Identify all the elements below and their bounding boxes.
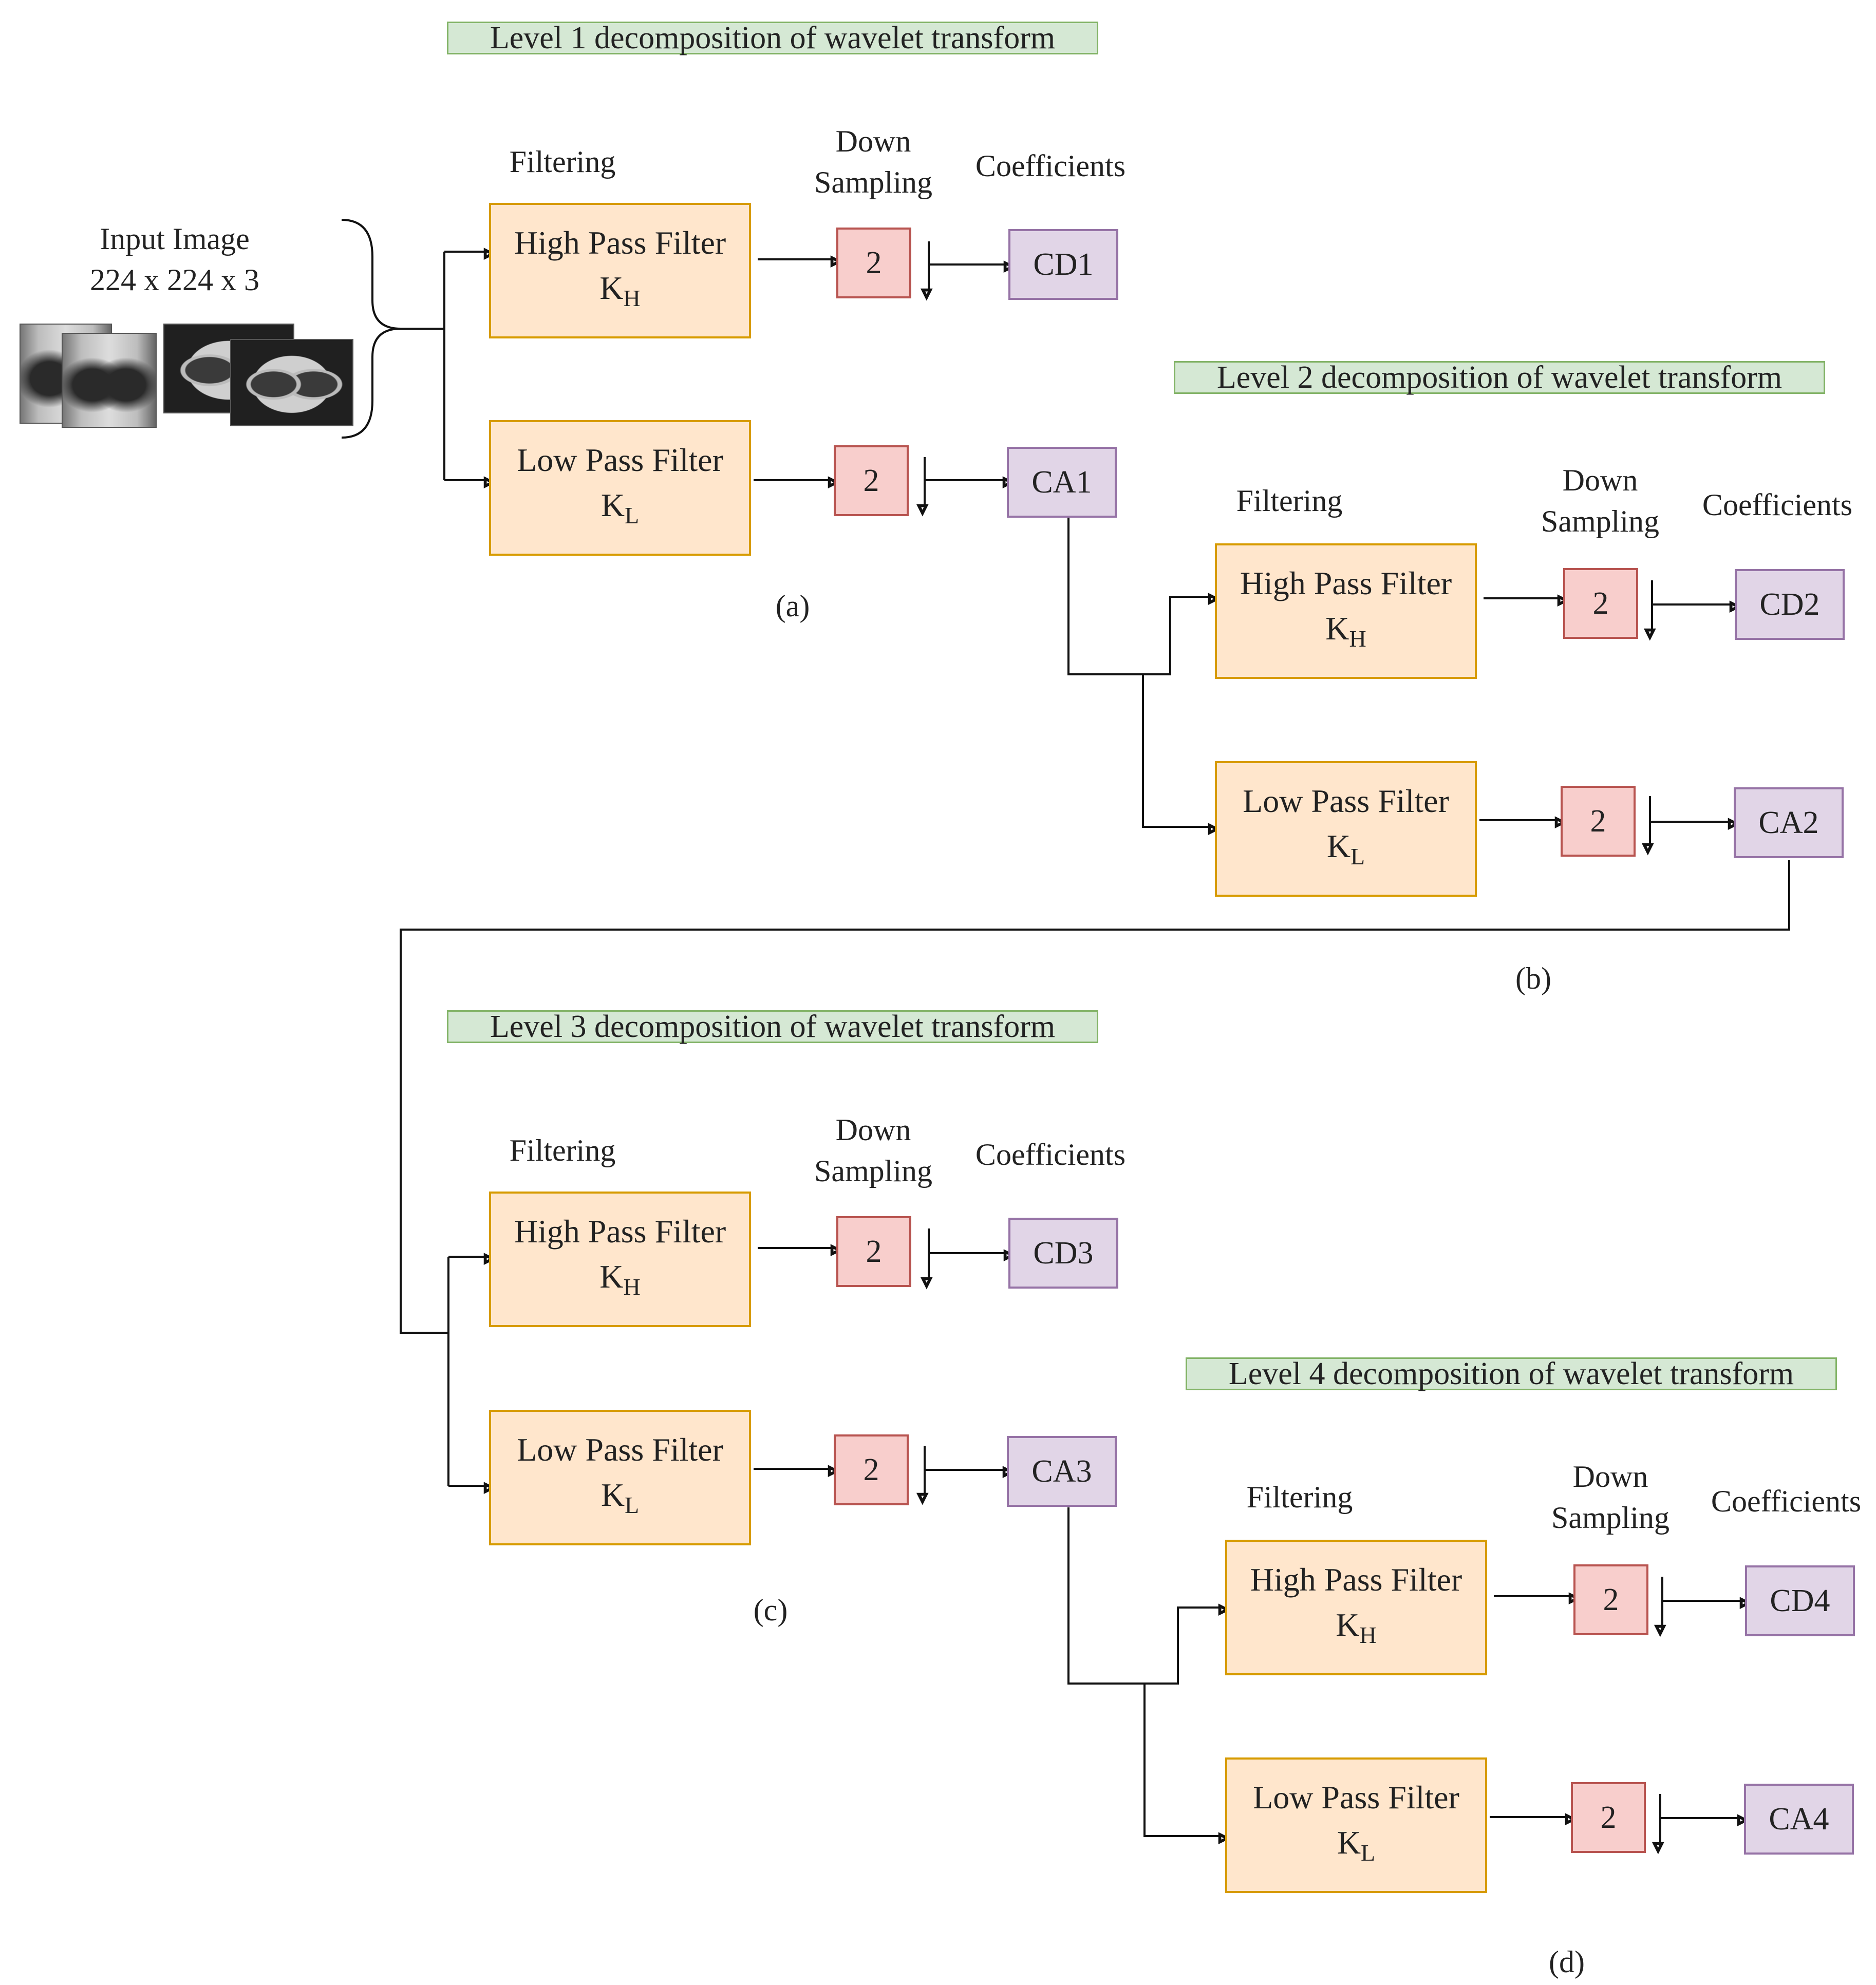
level4-low-pass-filter: Low Pass Filter KL	[1225, 1757, 1487, 1893]
chest-ct-scan-icon	[230, 339, 353, 426]
level3-title: Level 3 decomposition of wavelet transfo…	[447, 1010, 1098, 1043]
level2-title: Level 2 decomposition of wavelet transfo…	[1174, 361, 1825, 394]
level3-high-pass-filter: High Pass Filter KH	[489, 1192, 751, 1327]
level4-filtering-header: Filtering	[1246, 1480, 1353, 1514]
level3-ca-coefficient: CA3	[1007, 1436, 1117, 1507]
level4-low-downsample: 2	[1571, 1782, 1646, 1853]
level4-high-downsample: 2	[1573, 1564, 1648, 1635]
level1-high-downsample: 2	[836, 228, 911, 298]
level4-ca-coefficient: CA4	[1744, 1784, 1854, 1855]
level4-caption: (d)	[1549, 1945, 1585, 1979]
level1-downsampling-header: Down Sampling	[814, 124, 932, 199]
level3-cd-coefficient: CD3	[1008, 1218, 1118, 1289]
level4-cd-coefficient: CD4	[1745, 1565, 1855, 1636]
kernel-label: KL	[1337, 1824, 1376, 1866]
level3-downsampling-header: Down Sampling	[814, 1113, 932, 1188]
level1-high-pass-filter: High Pass Filter KH	[489, 203, 751, 338]
level3-high-downsample: 2	[836, 1216, 911, 1287]
level1-cd-coefficient: CD1	[1008, 229, 1118, 300]
level4-downsampling-header: Down Sampling	[1551, 1460, 1669, 1535]
level2-filtering-header: Filtering	[1236, 484, 1343, 518]
level1-title: Level 1 decomposition of wavelet transfo…	[447, 22, 1098, 54]
level1-low-downsample: 2	[834, 445, 909, 516]
ca1-to-level2-connector	[1067, 517, 1221, 675]
level4-title: Level 4 decomposition of wavelet transfo…	[1186, 1357, 1837, 1390]
level1-ca-coefficient: CA1	[1007, 447, 1117, 518]
level4-high-pass-filter: High Pass Filter KH	[1225, 1540, 1487, 1675]
ca2-to-level3-connector	[400, 860, 1790, 1334]
chest-xray-icon	[62, 333, 157, 428]
level2-high-downsample: 2	[1563, 568, 1638, 639]
l4-low-connector	[1143, 1684, 1231, 1845]
kernel-label: KL	[1326, 828, 1365, 869]
level2-coefficients-header: Coefficients	[1702, 488, 1853, 522]
level2-cd-coefficient: CD2	[1735, 569, 1845, 640]
level2-low-pass-filter: Low Pass Filter KL	[1215, 761, 1477, 897]
level2-caption: (b)	[1515, 961, 1551, 995]
kernel-label: KH	[1336, 1606, 1377, 1648]
kernel-label: KL	[601, 487, 640, 528]
level2-downsampling-header: Down Sampling	[1541, 463, 1659, 538]
level3-caption: (c)	[753, 1593, 788, 1627]
l2-low-connector	[1142, 674, 1221, 836]
input-image-label: Input Image 224 x 224 x 3	[90, 222, 259, 297]
level1-filtering-header: Filtering	[509, 145, 616, 179]
kernel-label: KH	[599, 1258, 641, 1300]
level1-caption: (a)	[775, 589, 810, 623]
level2-low-downsample: 2	[1561, 786, 1636, 857]
level2-high-pass-filter: High Pass Filter KH	[1215, 543, 1477, 679]
kernel-label: KH	[1325, 610, 1366, 652]
level3-low-pass-filter: Low Pass Filter KL	[489, 1410, 751, 1545]
level3-filtering-header: Filtering	[509, 1133, 616, 1167]
level3-coefficients-header: Coefficients	[975, 1138, 1126, 1171]
kernel-label: KL	[601, 1477, 640, 1518]
level2-ca-coefficient: CA2	[1734, 787, 1844, 858]
level1-low-pass-filter: Low Pass Filter KL	[489, 420, 751, 556]
level4-coefficients-header: Coefficients	[1711, 1484, 1862, 1518]
level1-coefficients-header: Coefficients	[975, 149, 1126, 183]
ca3-to-level4-connector	[1067, 1507, 1231, 1685]
level3-low-downsample: 2	[834, 1434, 909, 1505]
kernel-label: KH	[599, 270, 641, 311]
